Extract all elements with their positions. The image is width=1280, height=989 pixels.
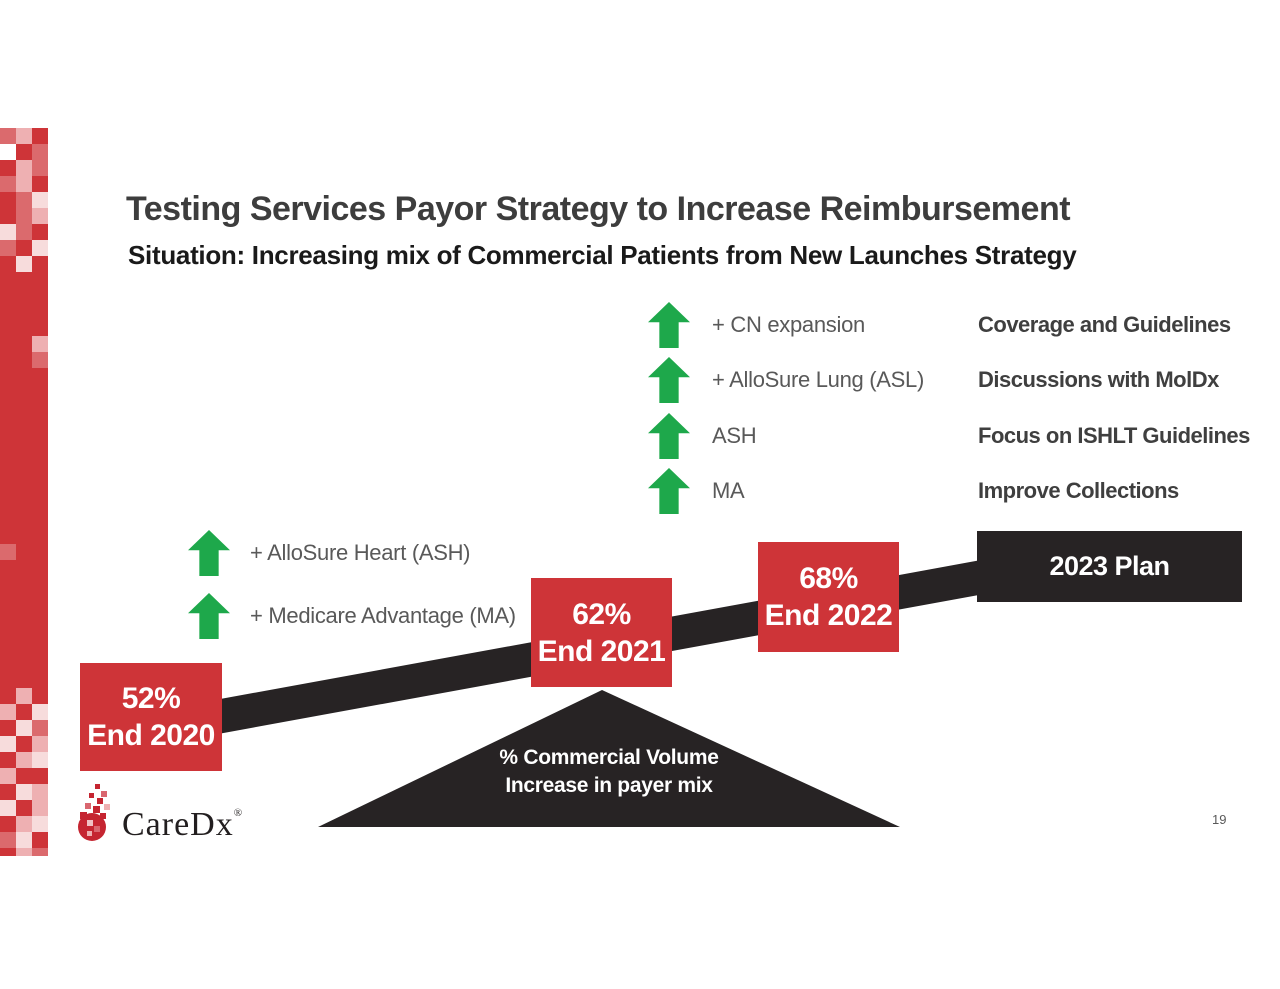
strategy-ishlt-guidelines: Focus on ISHLT Guidelines [978, 423, 1250, 448]
history-label: + Medicare Advantage (MA) [250, 603, 516, 628]
milestone-percent: 52% [121, 682, 181, 715]
strategy-coverage-guidelines: Coverage and Guidelines [978, 312, 1231, 337]
launch-row-ash: ASH [648, 413, 757, 459]
launch-row-ma: MA [648, 468, 745, 514]
milestone-period: End 2022 [764, 599, 893, 632]
page-subtitle: Situation: Increasing mix of Commercial … [128, 240, 1077, 270]
launch-label: + AlloSure Lung (ASL) [712, 367, 925, 392]
launch-row-cn-expansion: + CN expansion [648, 302, 865, 348]
up-arrow-icon [648, 413, 690, 459]
mosaic-strip-decoration [0, 128, 48, 856]
volume-triangle-label: % Commercial Volume Increase in payer mi… [318, 744, 900, 800]
triangle-line2: Increase in payer mix [505, 774, 713, 797]
triangle-line1: % Commercial Volume [499, 746, 719, 769]
up-arrow-icon [188, 593, 230, 639]
milestone-percent: 62% [572, 597, 631, 631]
strategy-moldx-discussions: Discussions with MolDx [978, 367, 1219, 392]
history-label: + AlloSure Heart (ASH) [250, 540, 471, 565]
registered-mark: ® [233, 807, 244, 819]
launch-label: MA [712, 478, 745, 503]
history-row-medicare-advantage: + Medicare Advantage (MA) [188, 593, 516, 639]
milestone-percent: 68% [799, 562, 858, 595]
milestone-box-2020: 52% End 2020 [80, 663, 222, 771]
caredx-wordmark: CareDx® [122, 808, 243, 842]
plan-box-2023: 2023 Plan [977, 531, 1242, 602]
launch-label: + CN expansion [712, 312, 865, 337]
page-title: Testing Services Payor Strategy to Incre… [126, 190, 1071, 228]
history-row-allosure-heart: + AlloSure Heart (ASH) [188, 530, 471, 576]
milestone-box-2021: 62% End 2021 [531, 578, 672, 687]
caredx-drop-icon [78, 784, 110, 841]
page-number: 19 [1212, 812, 1227, 827]
brand-name: CareDx [122, 806, 234, 843]
up-arrow-icon [648, 357, 690, 403]
up-arrow-icon [648, 468, 690, 514]
milestone-box-2022: 68% End 2022 [758, 542, 899, 652]
launch-row-allosure-lung: + AlloSure Lung (ASL) [648, 357, 924, 403]
launch-label: ASH [712, 423, 757, 448]
milestone-period: End 2020 [87, 719, 215, 752]
strategy-improve-collections: Improve Collections [978, 478, 1179, 503]
up-arrow-icon [188, 530, 230, 576]
milestone-period: End 2021 [537, 634, 666, 668]
up-arrow-icon [648, 302, 690, 348]
caredx-logo: CareDx® [76, 784, 243, 842]
